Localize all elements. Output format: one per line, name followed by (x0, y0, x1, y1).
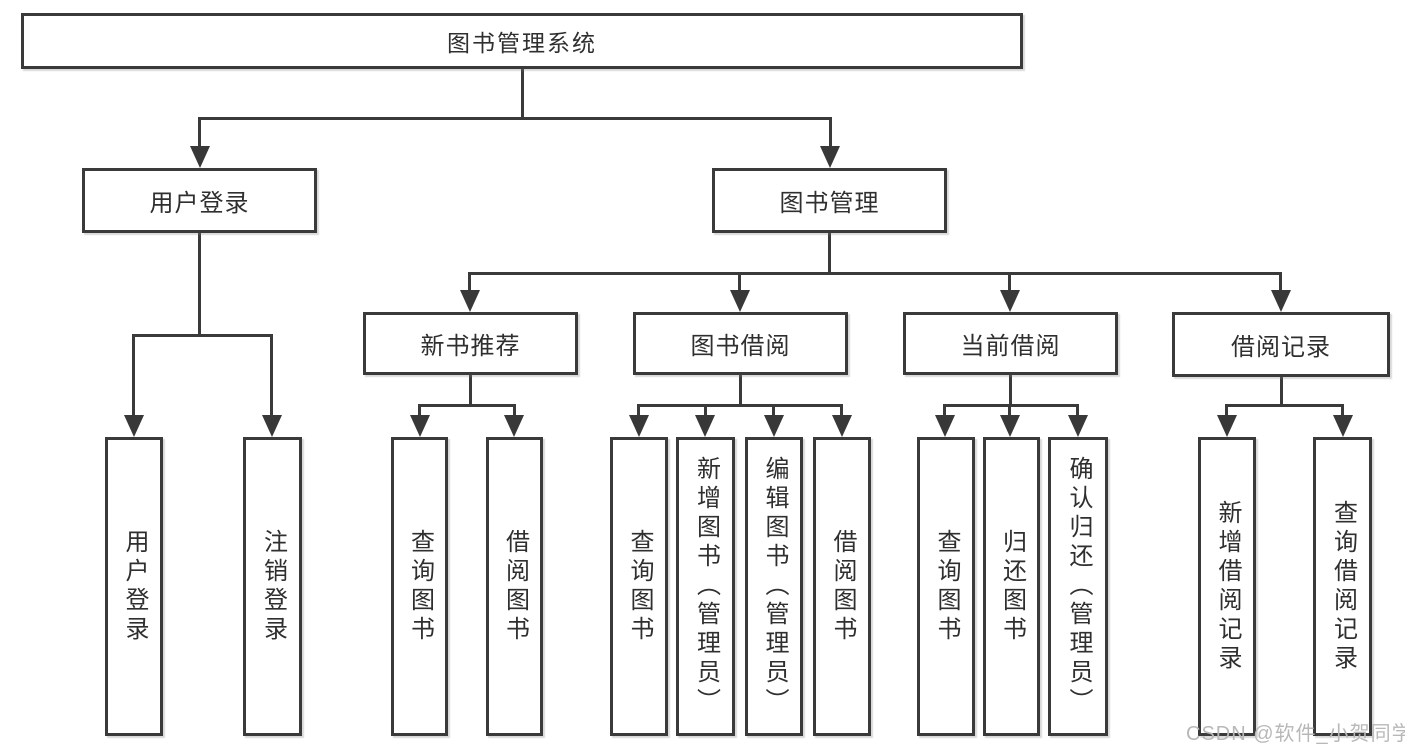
connector-line (739, 375, 742, 407)
connector-arrow (695, 415, 715, 437)
connector-line (1280, 377, 1283, 407)
connector-line (469, 375, 472, 407)
connector-arrow (1068, 415, 1088, 437)
connector-line (738, 272, 741, 292)
connector-arrow (629, 415, 649, 437)
connector-line (1225, 404, 1228, 418)
connector-arrow (124, 415, 144, 437)
connector-arrow (262, 415, 282, 437)
node-book-borrow: 图书借阅 (633, 312, 848, 375)
connector-line (1225, 404, 1343, 407)
node-library-system: 图书管理系统 (21, 13, 1023, 69)
connector-line (772, 404, 775, 418)
connector-arrow (190, 146, 210, 168)
connector-line (513, 404, 516, 418)
connector-line (840, 404, 843, 418)
node-book-management: 图书管理 (712, 168, 947, 233)
connector-arrow (1271, 290, 1291, 312)
leaf-bb-add-books-admin: 新增图书（管理员） (676, 437, 735, 736)
connector-line (521, 69, 524, 119)
connector-arrow (460, 290, 480, 312)
leaf-br-query-record: 查询借阅记录 (1313, 437, 1372, 736)
leaf-nb-borrow-books: 借阅图书 (486, 437, 543, 736)
connector-line (418, 404, 516, 407)
connector-line (270, 334, 273, 418)
connector-line (1076, 404, 1079, 418)
connector-line (1009, 375, 1012, 407)
leaf-bb-query-books: 查询图书 (610, 437, 668, 736)
connector-line (198, 117, 201, 150)
connector-arrow (730, 290, 750, 312)
connector-line (468, 272, 1282, 275)
connector-line (1008, 404, 1011, 418)
connector-line (1341, 404, 1344, 418)
connector-line (829, 117, 832, 150)
connector-line (132, 334, 273, 337)
connector-line (637, 404, 842, 407)
connector-line (828, 233, 831, 275)
node-current-borrow: 当前借阅 (903, 312, 1118, 375)
connector-arrow (935, 415, 955, 437)
node-user-login: 用户登录 (82, 168, 317, 233)
connector-arrow (1217, 415, 1237, 437)
connector-arrow (504, 415, 524, 437)
connector-arrow (764, 415, 784, 437)
connector-line (637, 404, 640, 418)
node-borrow-records: 借阅记录 (1172, 312, 1390, 377)
connector-line (943, 404, 946, 418)
connector-arrow (1333, 415, 1353, 437)
connector-line (418, 404, 421, 418)
leaf-user-login: 用户登录 (105, 437, 163, 736)
node-new-book-recommend: 新书推荐 (363, 312, 578, 375)
connector-line (1279, 272, 1282, 292)
connector-line (468, 272, 471, 292)
leaf-bb-borrow-books: 借阅图书 (813, 437, 871, 736)
connector-arrow (1000, 290, 1020, 312)
leaf-br-add-record: 新增借阅记录 (1198, 437, 1256, 736)
leaf-nb-query-books: 查询图书 (391, 437, 448, 736)
leaf-bb-edit-books-admin: 编辑图书（管理员） (745, 437, 803, 736)
connector-arrow (410, 415, 430, 437)
connector-arrow (1000, 415, 1020, 437)
leaf-logout: 注销登录 (243, 437, 302, 736)
leaf-cb-confirm-return-admin: 确认归还（管理员） (1048, 437, 1108, 736)
connector-line (198, 117, 832, 120)
connector-line (704, 404, 707, 418)
connector-arrow (820, 146, 840, 168)
connector-line (132, 334, 135, 418)
connector-arrow (832, 415, 852, 437)
watermark: CSDN @软件_小贺同学 (1186, 723, 1405, 745)
connector-line (943, 404, 1079, 407)
connector-line (198, 233, 201, 336)
connector-line (1008, 272, 1011, 292)
leaf-cb-return-books: 归还图书 (983, 437, 1040, 736)
leaf-cb-query-books: 查询图书 (917, 437, 975, 736)
